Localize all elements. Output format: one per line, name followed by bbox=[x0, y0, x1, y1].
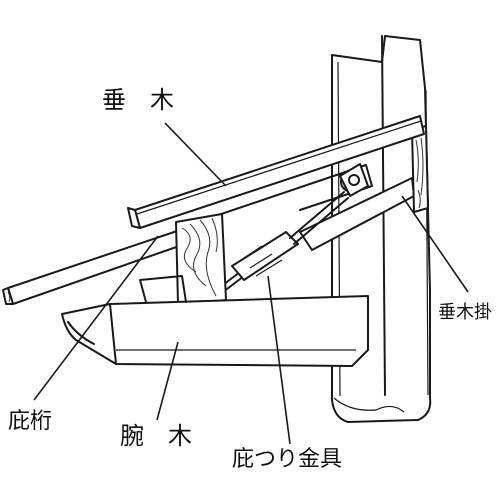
label-taruki-kake: 垂木掛 bbox=[438, 302, 492, 323]
leader-udegi bbox=[156, 341, 179, 421]
label-hisashi-tsuri-kanagu: 庇つり金具 bbox=[232, 447, 342, 472]
label-taruki: 垂 木 bbox=[102, 86, 174, 114]
rafter-hanger bbox=[299, 125, 429, 251]
arm-beam bbox=[61, 275, 369, 367]
hanging-hardware bbox=[205, 163, 369, 303]
label-hisashi-keta: 庇桁 bbox=[8, 409, 52, 434]
label-udegi: 腕 木 bbox=[120, 422, 192, 450]
leader-taruki bbox=[164, 122, 227, 187]
rafter-upper bbox=[127, 115, 425, 229]
leader-kanagu bbox=[267, 275, 291, 445]
eave-beam-block bbox=[175, 213, 227, 305]
leader-taruki-kake bbox=[401, 195, 469, 293]
rafter-lower bbox=[2, 229, 186, 305]
leader-hisashi-keta bbox=[33, 235, 159, 401]
